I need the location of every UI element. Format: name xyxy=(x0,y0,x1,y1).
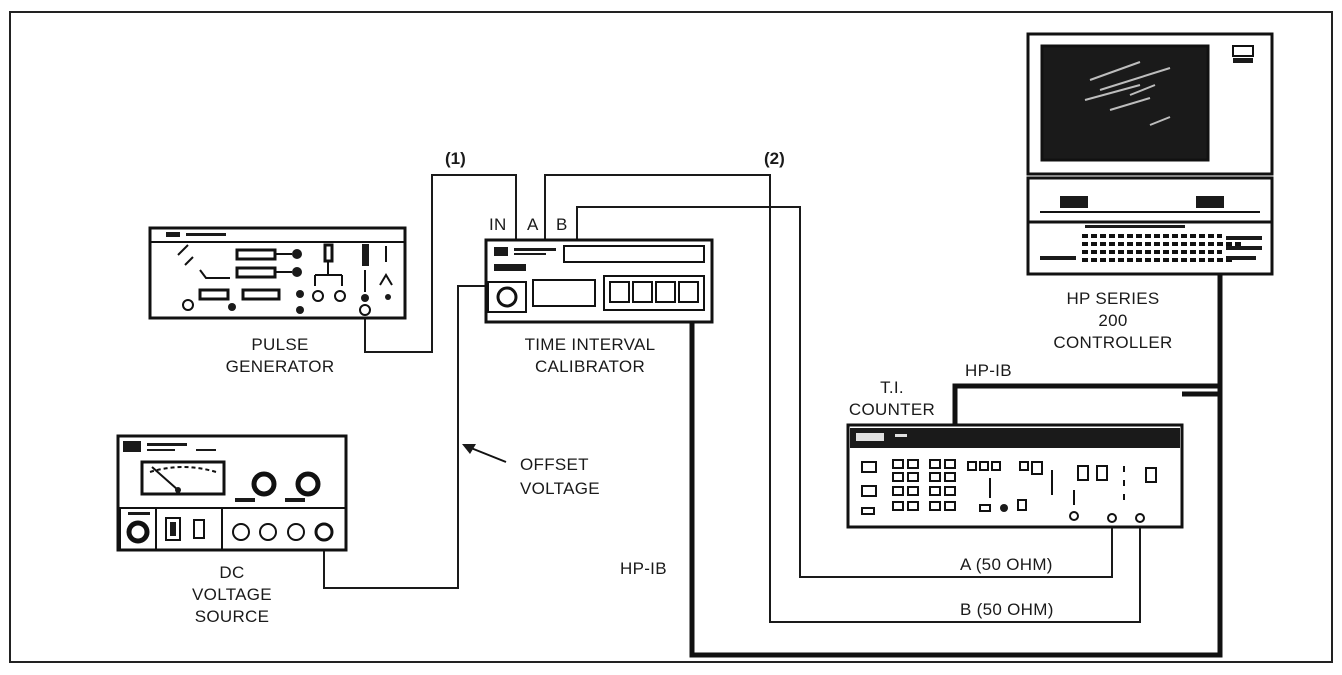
dc-source-label-3: SOURCE xyxy=(195,607,270,626)
controller-label-3: CONTROLLER xyxy=(1053,333,1172,352)
calibrator-label-1: TIME INTERVAL xyxy=(525,335,656,354)
hpib-left-label: HP-IB xyxy=(620,559,667,578)
offset-voltage-label-2: VOLTAGE xyxy=(520,479,600,498)
hpib-bus-main xyxy=(689,275,1223,658)
dc-source-label-1: DC xyxy=(219,563,244,582)
ti-counter-label-1: T.I. xyxy=(880,378,904,397)
calibrator-label-2: CALIBRATOR xyxy=(535,357,645,376)
cable-2-label: (2) xyxy=(764,149,785,168)
b-50ohm-label: B (50 OHM) xyxy=(960,600,1054,619)
offset-voltage-label-1: OFFSET xyxy=(520,455,589,474)
offset-voltage-arrowhead xyxy=(462,444,476,454)
ti-counter-label-2: COUNTER xyxy=(849,400,935,419)
a-50ohm-label: A (50 OHM) xyxy=(960,555,1053,574)
dc-voltage-source-instrument xyxy=(116,434,348,552)
controller-label-1: HP SERIES xyxy=(1066,289,1159,308)
figure-border xyxy=(9,11,1333,663)
controller-label-2: 200 xyxy=(1098,311,1127,330)
port-b-label: B xyxy=(556,215,568,234)
cable-2-b xyxy=(576,206,1113,578)
pulse-generator-instrument xyxy=(148,226,407,320)
pulse-generator-label-2: GENERATOR xyxy=(226,357,335,376)
hpib-bus-counter xyxy=(952,383,1220,425)
hpib-top-label: HP-IB xyxy=(965,361,1012,380)
cable-2-a xyxy=(544,174,1141,623)
port-in-label: IN xyxy=(489,215,507,234)
offset-voltage-cable xyxy=(323,285,486,589)
cable-1 xyxy=(364,174,517,353)
cable-1-label: (1) xyxy=(445,149,466,168)
hp-controller-instrument xyxy=(1026,32,1274,276)
ti-counter-instrument xyxy=(846,423,1184,529)
pulse-generator-label-1: PULSE xyxy=(251,335,308,354)
port-a-label: A xyxy=(527,215,539,234)
time-interval-calibrator-instrument xyxy=(484,238,714,324)
dc-source-label-2: VOLTAGE xyxy=(192,585,272,604)
